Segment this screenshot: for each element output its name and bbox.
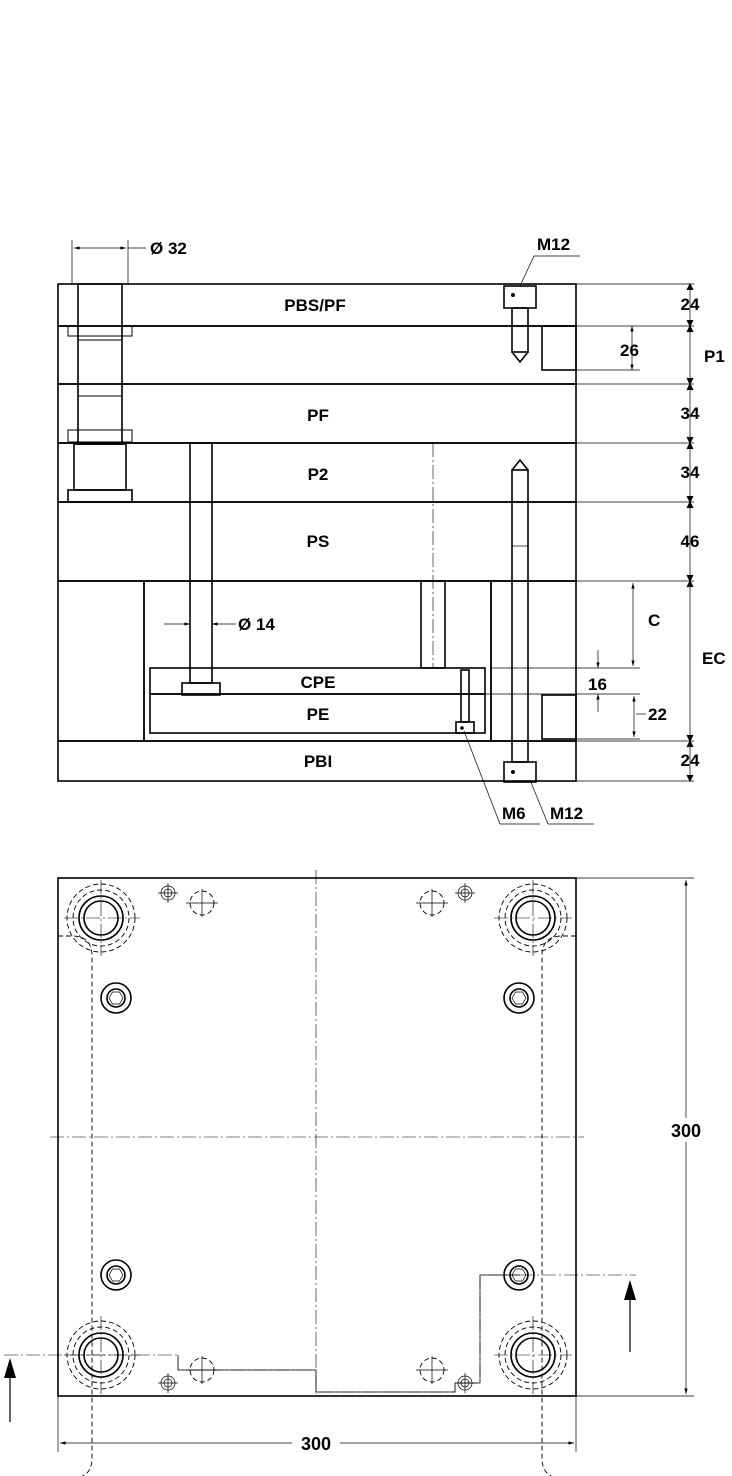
dim-34-pf: 34 [681, 404, 700, 423]
callout-m6: M6 [502, 804, 526, 823]
callout-diameter-14: Ø 14 [238, 615, 275, 634]
dim-22: 22 [648, 705, 667, 724]
section-arrow-right [624, 1280, 636, 1352]
port-bottom [541, 694, 577, 740]
dim-plan-width: 300 [301, 1434, 331, 1454]
dim-p1: P1 [704, 347, 725, 366]
dim-c: C [648, 611, 660, 630]
callout-diameter-32: Ø 32 [150, 239, 187, 258]
dim-24-top: 24 [681, 295, 700, 314]
label-cpe: CPE [301, 673, 336, 692]
extension-lines-right [485, 283, 694, 782]
plate-pbi [57, 740, 577, 782]
screw-m12-long [503, 458, 537, 783]
dimension-diameter-32: Ø 32 [71, 239, 187, 284]
label-p2: P2 [308, 465, 329, 484]
leader-m12-top: M12 [519, 235, 580, 287]
screw-head-3 [100, 1259, 132, 1291]
port-top [541, 325, 577, 371]
dimension-plan-height: 300 [576, 877, 710, 1397]
plate-pe [149, 693, 486, 734]
dimension-diameter-14: Ø 14 [164, 615, 275, 634]
return-pin [181, 442, 221, 696]
plan-view: 300 300 [4, 870, 710, 1476]
dimension-c: C [631, 583, 660, 666]
dimension-22: 22 [632, 696, 667, 737]
callout-m12-top: M12 [537, 235, 570, 254]
section-arrow-left [4, 1358, 16, 1422]
dimension-26: 26 [620, 326, 639, 370]
section-label-group: PBS/PF PF P2 PS CPE PE PBI [276, 294, 354, 772]
guide-pillar-left [67, 283, 133, 503]
dim-34-p2: 34 [681, 463, 700, 482]
pins-top [158, 883, 475, 917]
guide-bushing-tl [64, 880, 140, 956]
spacer-block-right [490, 580, 577, 742]
label-ps: PS [307, 532, 330, 551]
pins-bottom [158, 1356, 475, 1393]
dim-ec: EC [702, 649, 726, 668]
dim-26: 26 [620, 341, 639, 360]
screw-head-1 [100, 982, 132, 1014]
guide-bushing-br [494, 1316, 572, 1394]
guide-bushing-tr [494, 880, 572, 956]
label-pbi: PBI [304, 752, 332, 771]
plate-p1 [57, 325, 577, 385]
label-pf: PF [307, 406, 329, 425]
dimension-plan-width: 300 [57, 1396, 577, 1456]
dim-46: 46 [681, 532, 700, 551]
dim-16: 16 [588, 675, 607, 694]
dim-24-bottom: 24 [681, 751, 700, 770]
section-view: PBS/PF PF P2 PS CPE PE PBI Ø 32 [57, 235, 726, 825]
main-dimension-ticks [686, 282, 694, 783]
label-pbs-pf: PBS/PF [284, 296, 345, 315]
dimension-16: 16 [588, 650, 607, 712]
screw-head-2 [503, 982, 535, 1014]
label-pe: PE [307, 705, 330, 724]
callout-m12-bottom: M12 [550, 804, 583, 823]
leader-m6-m12-bottom: M6 M12 [463, 730, 594, 825]
dim-plan-height: 300 [671, 1121, 701, 1141]
screw-m12-top [503, 285, 537, 364]
screw-m6 [455, 669, 475, 734]
spacer-block-left [57, 580, 145, 742]
